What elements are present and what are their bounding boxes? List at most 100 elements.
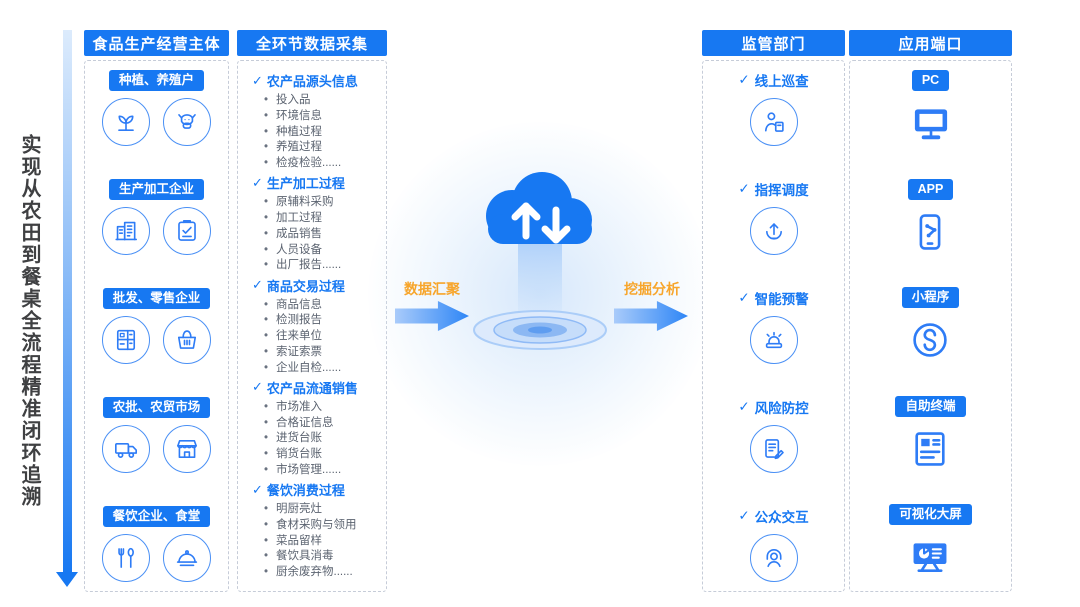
applications-box: PC APP 小程序 自助终端 可视化大屏 xyxy=(849,60,1012,592)
entity-catering: 餐饮企业、食堂 xyxy=(102,506,211,582)
collection-item: 商品信息 xyxy=(264,298,378,314)
collection-item: 市场管理...... xyxy=(264,463,378,479)
group-title: 餐饮消费过程 xyxy=(266,483,345,498)
collection-item: 人员设备 xyxy=(264,243,378,259)
entity-farmers-market: 农批、农贸市场 xyxy=(102,397,211,473)
header-applications: 应用端口 xyxy=(849,30,1012,56)
bigscreen-icon xyxy=(909,532,951,582)
collection-group-trade: ✓商品交易过程 商品信息 检测报告 往来单位 索证索票 企业自检...... xyxy=(252,276,378,377)
application-label: APP xyxy=(907,178,954,200)
factory-icon xyxy=(102,207,150,255)
flow-label-analysis: 挖掘分析 xyxy=(624,281,680,297)
collection-item: 餐饮具消毒 xyxy=(264,549,378,565)
check-icon: ✓ xyxy=(738,290,750,305)
header-regulator: 监管部门 xyxy=(702,30,845,56)
cutlery-icon xyxy=(102,534,150,582)
collection-group-circulation: ✓农产品流通销售 市场准入 合格证信息 进货台账 销货台账 市场管理...... xyxy=(252,378,378,479)
check-icon: ✓ xyxy=(738,181,750,196)
collection-item: 养殖过程 xyxy=(264,140,378,156)
check-icon: ✓ xyxy=(738,399,750,414)
checklist-icon xyxy=(163,207,211,255)
entity-label: 生产加工企业 xyxy=(108,179,204,200)
cloche-icon xyxy=(163,534,211,582)
regulator-label: 线上巡查 xyxy=(754,74,809,89)
collection-item: 索证索票 xyxy=(264,345,378,361)
collection-group-catering: ✓餐饮消费过程 明厨亮灶 食材采购与领用 菜品留样 餐饮具消毒 厨余废弃物...… xyxy=(252,480,378,581)
collection-item: 检测报告 xyxy=(264,313,378,329)
check-icon: ✓ xyxy=(252,481,263,497)
timeline-arrow-head-icon xyxy=(56,572,78,587)
check-icon: ✓ xyxy=(738,72,750,87)
group-title: 农产品源头信息 xyxy=(266,74,358,89)
entity-label: 餐饮企业、食堂 xyxy=(102,506,211,527)
collection-item: 种植过程 xyxy=(264,125,378,141)
cow-icon xyxy=(163,98,211,146)
dispatch-icon xyxy=(749,207,798,255)
regulator-item-risk: ✓ 风险防控 xyxy=(738,397,809,473)
collection-item: 销货台账 xyxy=(264,447,378,463)
regulator-item-public: ✓公众交互 xyxy=(738,506,809,582)
shelf-icon xyxy=(102,316,150,364)
collection-item: 加工过程 xyxy=(264,211,378,227)
check-icon: ✓ xyxy=(252,379,263,395)
basket-icon xyxy=(163,316,211,364)
regulator-item-inspection: ✓ 线上巡查 xyxy=(738,70,809,146)
application-label: PC xyxy=(911,70,950,91)
entity-label: 农批、农贸市场 xyxy=(102,397,211,418)
storefront-icon xyxy=(163,425,211,473)
group-title: 商品交易过程 xyxy=(266,278,345,294)
check-icon: ✓ xyxy=(738,508,750,523)
application-item-bigscreen: 可视化大屏 xyxy=(889,504,972,582)
mobile-app-icon xyxy=(909,207,951,257)
entity-planting: 种植、养殖户 xyxy=(102,70,211,146)
application-item-miniprogram: 小程序 xyxy=(901,287,960,365)
regulator-label: 指挥调度 xyxy=(754,183,809,198)
application-item-app: APP xyxy=(907,178,954,257)
kiosk-icon xyxy=(909,424,951,474)
application-label: 可视化大屏 xyxy=(889,504,972,525)
collection-item: 厨余废弃物...... xyxy=(264,565,378,581)
left-slogan: 实现从农田到餐桌全流程精准闭环追溯 xyxy=(18,134,40,508)
regulator-label: 风险防控 xyxy=(754,401,809,416)
alarm-icon xyxy=(749,316,798,364)
entity-label: 批发、零售企业 xyxy=(102,288,211,309)
check-icon: ✓ xyxy=(252,72,263,88)
check-icon: ✓ xyxy=(252,277,263,292)
collection-item: 合格证信息 xyxy=(264,416,378,432)
entity-processing: 生产加工企业 xyxy=(102,179,211,255)
regulator-item-dispatch: ✓ 指挥调度 xyxy=(738,179,809,255)
application-label: 小程序 xyxy=(901,287,960,308)
truck-icon xyxy=(102,425,150,473)
group-title: 生产加工过程 xyxy=(266,176,345,192)
collection-item: 原辅料采购 xyxy=(264,195,378,211)
header-producers: 食品生产经营主体 xyxy=(84,30,229,56)
sprout-icon xyxy=(102,98,150,146)
producers-box: 种植、养殖户 生产加工企业 批发、零售企业 农批、农贸市场 xyxy=(84,60,229,592)
application-item-kiosk: 自助终端 xyxy=(895,395,966,474)
collection-item: 往来单位 xyxy=(264,329,378,345)
entity-wholesale-retail: 批发、零售企业 xyxy=(102,288,211,364)
collection-item: 企业自检...... xyxy=(264,361,378,377)
miniprogram-icon xyxy=(909,315,951,365)
regulator-label: 智能预警 xyxy=(754,292,809,307)
collection-item: 检疫检验...... xyxy=(264,156,378,172)
pc-monitor-icon xyxy=(910,98,952,148)
collection-item: 投入品 xyxy=(264,93,378,109)
flow-label-aggregation: 数据汇聚 xyxy=(404,281,460,297)
group-title: 农产品流通销售 xyxy=(266,380,358,396)
collection-group-processing: ✓生产加工过程 原辅料采购 加工过程 成品销售 人员设备 出厂报告...... xyxy=(252,173,378,274)
entity-label: 种植、养殖户 xyxy=(108,70,204,91)
timeline-arrow xyxy=(63,30,72,574)
online-inspection-icon xyxy=(749,98,798,146)
collection-item: 成品销售 xyxy=(264,227,378,243)
risk-control-icon xyxy=(749,425,798,473)
cloud-data-exchange-icon xyxy=(418,158,662,358)
application-item-pc: PC xyxy=(910,70,952,148)
check-icon: ✓ xyxy=(252,174,263,190)
collection-item: 菜品留样 xyxy=(264,534,378,550)
regulator-item-alert: ✓ 智能预警 xyxy=(738,288,809,364)
collection-item: 明厨亮灶 xyxy=(264,502,378,518)
application-label: 自助终端 xyxy=(895,395,966,417)
public-interaction-icon xyxy=(749,534,798,582)
